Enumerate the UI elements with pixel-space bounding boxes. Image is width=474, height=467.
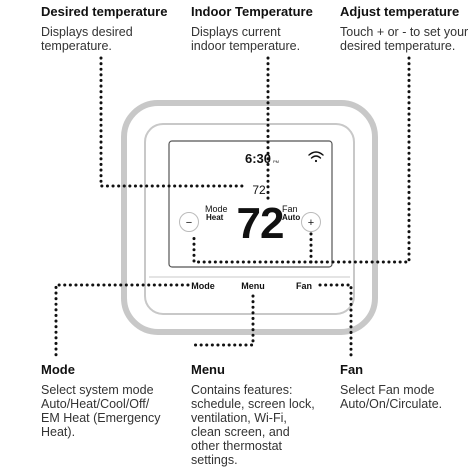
- callout-description: Contains features: schedule, screen lock…: [191, 383, 315, 467]
- callout-description: Select system mode Auto/Heat/Cool/Off/ E…: [41, 383, 161, 439]
- leader-adjust: [192, 56, 411, 264]
- leader-desired: [99, 56, 248, 188]
- fan-value: Auto: [282, 213, 300, 222]
- callout-description: Touch + or - to set your desired tempera…: [340, 25, 469, 53]
- thermostat-screen: [168, 140, 333, 268]
- callout-fan: Fan Select Fan mode Auto/On/Circulate.: [340, 362, 470, 411]
- leader-fan: [318, 283, 353, 359]
- wifi-icon: [308, 151, 324, 163]
- callout-description: Select Fan mode Auto/On/Circulate.: [340, 383, 443, 411]
- leader-menu: [191, 294, 255, 347]
- callout-indoor-temperature: Indoor Temperature Displays current indo…: [191, 4, 331, 53]
- callout-mode: Mode Select system mode Auto/Heat/Cool/O…: [41, 362, 181, 439]
- clock-suffix: PM: [273, 159, 279, 164]
- clock-time: 6:30: [245, 151, 271, 166]
- leader-mode: [54, 283, 190, 359]
- mode-value: Heat: [206, 213, 224, 222]
- callout-description: Displays current indoor temperature.: [191, 25, 301, 53]
- callout-title: Indoor Temperature: [191, 4, 313, 19]
- plus-symbol: +: [308, 217, 314, 229]
- callout-desired-temperature: Desired temperature Displays desired tem…: [41, 4, 191, 53]
- fan-button[interactable]: Fan: [296, 281, 312, 291]
- plus-button[interactable]: +: [301, 212, 321, 232]
- callout-title: Mode: [41, 362, 75, 377]
- callout-title: Menu: [191, 362, 225, 377]
- callout-title: Desired temperature: [41, 4, 168, 19]
- mode-button[interactable]: Mode: [191, 281, 215, 291]
- minus-symbol: −: [186, 217, 192, 229]
- menu-button[interactable]: Menu: [241, 281, 265, 291]
- indoor-temperature: 72: [237, 199, 284, 248]
- callout-description: Displays desired temperature.: [41, 25, 133, 53]
- setpoint-temperature: 72: [252, 183, 266, 197]
- mode-label: Mode: [205, 204, 228, 214]
- callout-adjust-temperature: Adjust temperature Touch + or - to set y…: [340, 4, 474, 53]
- fan-label: Fan: [282, 204, 298, 214]
- callout-title: Fan: [340, 362, 364, 377]
- callout-title: Adjust temperature: [340, 4, 460, 19]
- callout-menu: Menu Contains features: schedule, screen…: [191, 362, 331, 467]
- minus-button[interactable]: −: [179, 212, 199, 232]
